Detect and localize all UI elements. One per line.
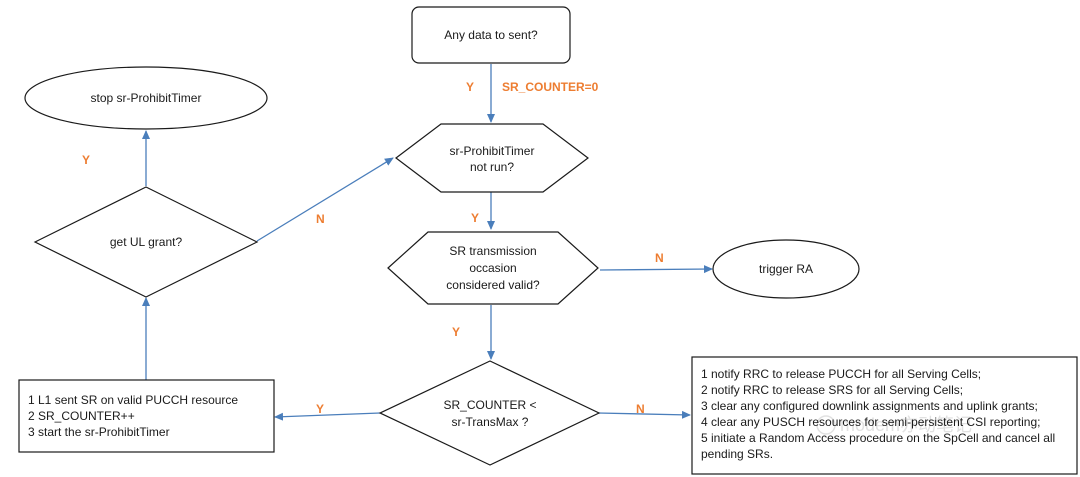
node-occasion-check-line3: considered valid? xyxy=(446,278,540,292)
edge-label-counter-yes: Y xyxy=(316,402,324,416)
node-trigger-ra xyxy=(712,239,860,299)
node-release-text: 1 notify RRC to release PUCCH for all Se… xyxy=(701,366,1055,462)
release-line-1: 1 notify RRC to release PUCCH for all Se… xyxy=(701,367,982,381)
node-stop-timer-label: stop sr-ProhibitTimer xyxy=(91,91,202,105)
node-counter-check-line2: sr-TransMax ? xyxy=(452,415,529,429)
node-ul-grant-label: get UL grant? xyxy=(110,235,183,249)
node-counter-check xyxy=(378,360,601,466)
edge-label-start-yes: Y xyxy=(466,80,474,94)
node-start xyxy=(411,6,571,64)
send-sr-line-2: 2 SR_COUNTER++ xyxy=(28,409,135,423)
release-line-4: 4 clear any PUSCH resources for semi-per… xyxy=(701,415,1041,429)
edge-occasion-to-trigger-ra xyxy=(599,265,713,274)
release-line-5: 5 initiate a Random Access procedure on … xyxy=(701,431,1056,445)
node-release xyxy=(691,356,1078,475)
node-stop-timer xyxy=(24,66,268,130)
edge-label-counter-init: SR_COUNTER=0 xyxy=(502,80,599,94)
node-send-sr-text: 1 L1 sent SR on valid PUCCH resource 2 S… xyxy=(28,392,238,440)
node-prohibit-check xyxy=(395,123,589,193)
wechat-logo-icon xyxy=(816,415,836,435)
edge-label-grant-yes: Y xyxy=(82,153,90,167)
edge-label-occasion-yes: Y xyxy=(452,325,460,339)
release-line-6: pending SRs. xyxy=(701,447,774,461)
edge-counter-to-send-sr xyxy=(274,412,381,421)
edge-grant-to-prohibit xyxy=(256,157,394,242)
send-sr-line-1: 1 L1 sent SR on valid PUCCH resource xyxy=(28,393,239,407)
node-send-sr xyxy=(18,379,275,453)
node-counter-check-line1: SR_COUNTER < xyxy=(443,398,536,412)
node-occasion-check xyxy=(387,231,599,305)
release-line-2: 2 notify RRC to release SRS for all Serv… xyxy=(701,383,964,397)
node-prohibit-check-line1: sr-ProhibitTimer xyxy=(450,144,535,158)
edge-label-prohibit-yes: Y xyxy=(471,211,479,225)
node-trigger-ra-label: trigger RA xyxy=(759,262,813,276)
node-occasion-check-line1: SR transmission xyxy=(449,244,536,258)
release-line-3: 3 clear any configured downlink assignme… xyxy=(701,399,1038,413)
edge-label-grant-no: N xyxy=(316,212,325,226)
node-prohibit-check-line2: not run? xyxy=(470,160,514,174)
edge-label-occasion-no: N xyxy=(655,251,664,265)
watermark-text: modem亦动笔记 xyxy=(840,415,972,435)
wechat-watermark: modem亦动笔记 xyxy=(816,415,972,435)
node-ul-grant xyxy=(33,186,259,298)
edge-counter-to-release xyxy=(597,410,691,419)
edge-label-counter-no: N xyxy=(636,402,645,416)
node-start-label: Any data to sent? xyxy=(444,28,538,42)
node-occasion-check-line2: occasion xyxy=(469,261,516,275)
send-sr-line-3: 3 start the sr-ProhibitTimer xyxy=(28,425,170,439)
